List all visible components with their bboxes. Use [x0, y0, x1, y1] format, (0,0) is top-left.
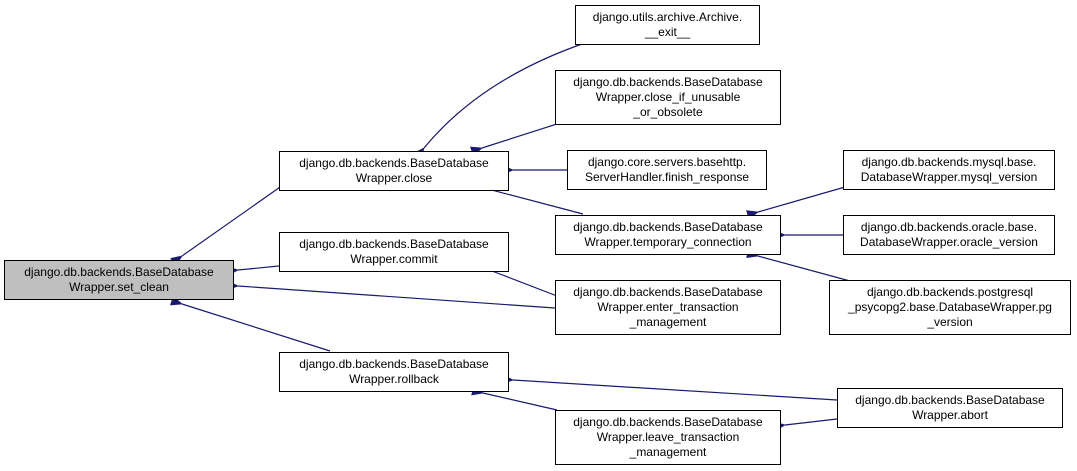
edge-set_clean-commit: [226, 265, 280, 277]
node-close-if-unusable[interactable]: django.db.backends.BaseDatabase Wrapper.…: [555, 70, 781, 125]
edge-close-closeif: [469, 122, 561, 157]
node-set-clean: django.db.backends.BaseDatabase Wrapper.…: [4, 260, 234, 300]
edge-temp-pg: [746, 248, 851, 282]
edge-close-temp: [472, 180, 584, 215]
node-close[interactable]: django.db.backends.BaseDatabase Wrapper.…: [279, 151, 509, 191]
node-abort[interactable]: django.db.backends.BaseDatabase Wrapper.…: [837, 388, 1063, 428]
node-enter-transaction-management[interactable]: django.db.backends.BaseDatabase Wrapper.…: [555, 280, 781, 335]
node-leave-transaction-management[interactable]: django.db.backends.BaseDatabase Wrapper.…: [555, 410, 781, 465]
edge-rollback-abort: [501, 374, 838, 401]
edge-leave-abort: [773, 418, 838, 432]
node-pg-version[interactable]: django.db.backends.postgresql _psycopg2.…: [829, 280, 1071, 335]
edge-commit-enter: [479, 262, 558, 297]
edges: [170, 43, 851, 432]
node-rollback[interactable]: django.db.backends.BaseDatabase Wrapper.…: [279, 352, 509, 392]
edge-set_clean-enter: [226, 280, 556, 309]
node-mysql-version[interactable]: django.db.backends.mysql.base. DatabaseW…: [843, 150, 1055, 190]
edge-temp-mysql: [746, 186, 846, 220]
node-finish-response[interactable]: django.core.servers.basehttp. ServerHand…: [567, 150, 767, 190]
edge-close-archive: [413, 43, 583, 160]
node-commit[interactable]: django.db.backends.BaseDatabase Wrapper.…: [279, 232, 509, 272]
node-oracle-version[interactable]: django.db.backends.oracle.base. Database…: [843, 215, 1055, 255]
node-archive-exit[interactable]: django.utils.archive.Archive. __exit__: [575, 5, 760, 45]
edge-set_clean-rollback: [170, 295, 331, 352]
edge-rollback-leave: [471, 385, 558, 411]
node-temporary-connection[interactable]: django.db.backends.BaseDatabase Wrapper.…: [555, 215, 781, 255]
